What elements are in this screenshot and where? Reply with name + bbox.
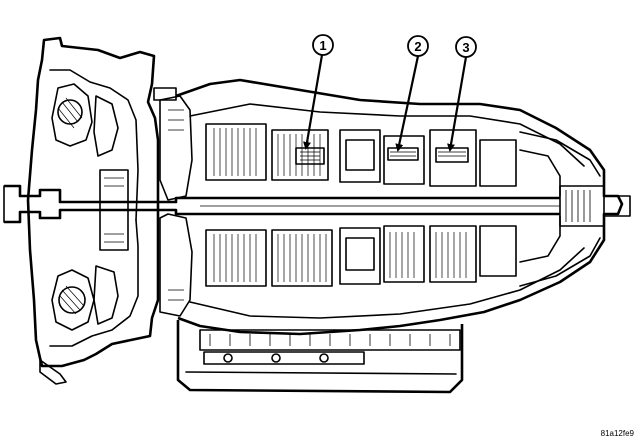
transmission-case — [175, 78, 624, 336]
callout-2-label: 2 — [414, 39, 421, 54]
callout-3: 3 — [447, 36, 477, 152]
callout-1-circle — [312, 34, 334, 56]
callout-1-label: 1 — [319, 38, 326, 53]
front-clutch-pack — [205, 123, 329, 181]
planetary-gear-sets — [339, 129, 561, 285]
figure-code: 81a12fe9 — [601, 429, 635, 438]
output-shaft-section — [559, 185, 631, 227]
oil-pan — [176, 320, 464, 394]
mount-bracket — [39, 359, 67, 385]
callout-1-leader — [303, 54, 324, 150]
main-shaft — [3, 184, 560, 224]
callout-2-circle — [407, 35, 429, 57]
lower-clutch-pack — [205, 229, 333, 287]
callout-3-label: 3 — [462, 40, 469, 55]
callout-3-leader — [447, 56, 468, 152]
callout-2: 2 — [395, 35, 429, 152]
callout-2-leader — [395, 55, 420, 152]
valve-body — [199, 329, 461, 365]
callout-1: 1 — [303, 34, 334, 150]
callout-3-circle — [455, 36, 477, 58]
oil-pump — [153, 87, 193, 317]
torque-converter-housing — [26, 36, 160, 368]
